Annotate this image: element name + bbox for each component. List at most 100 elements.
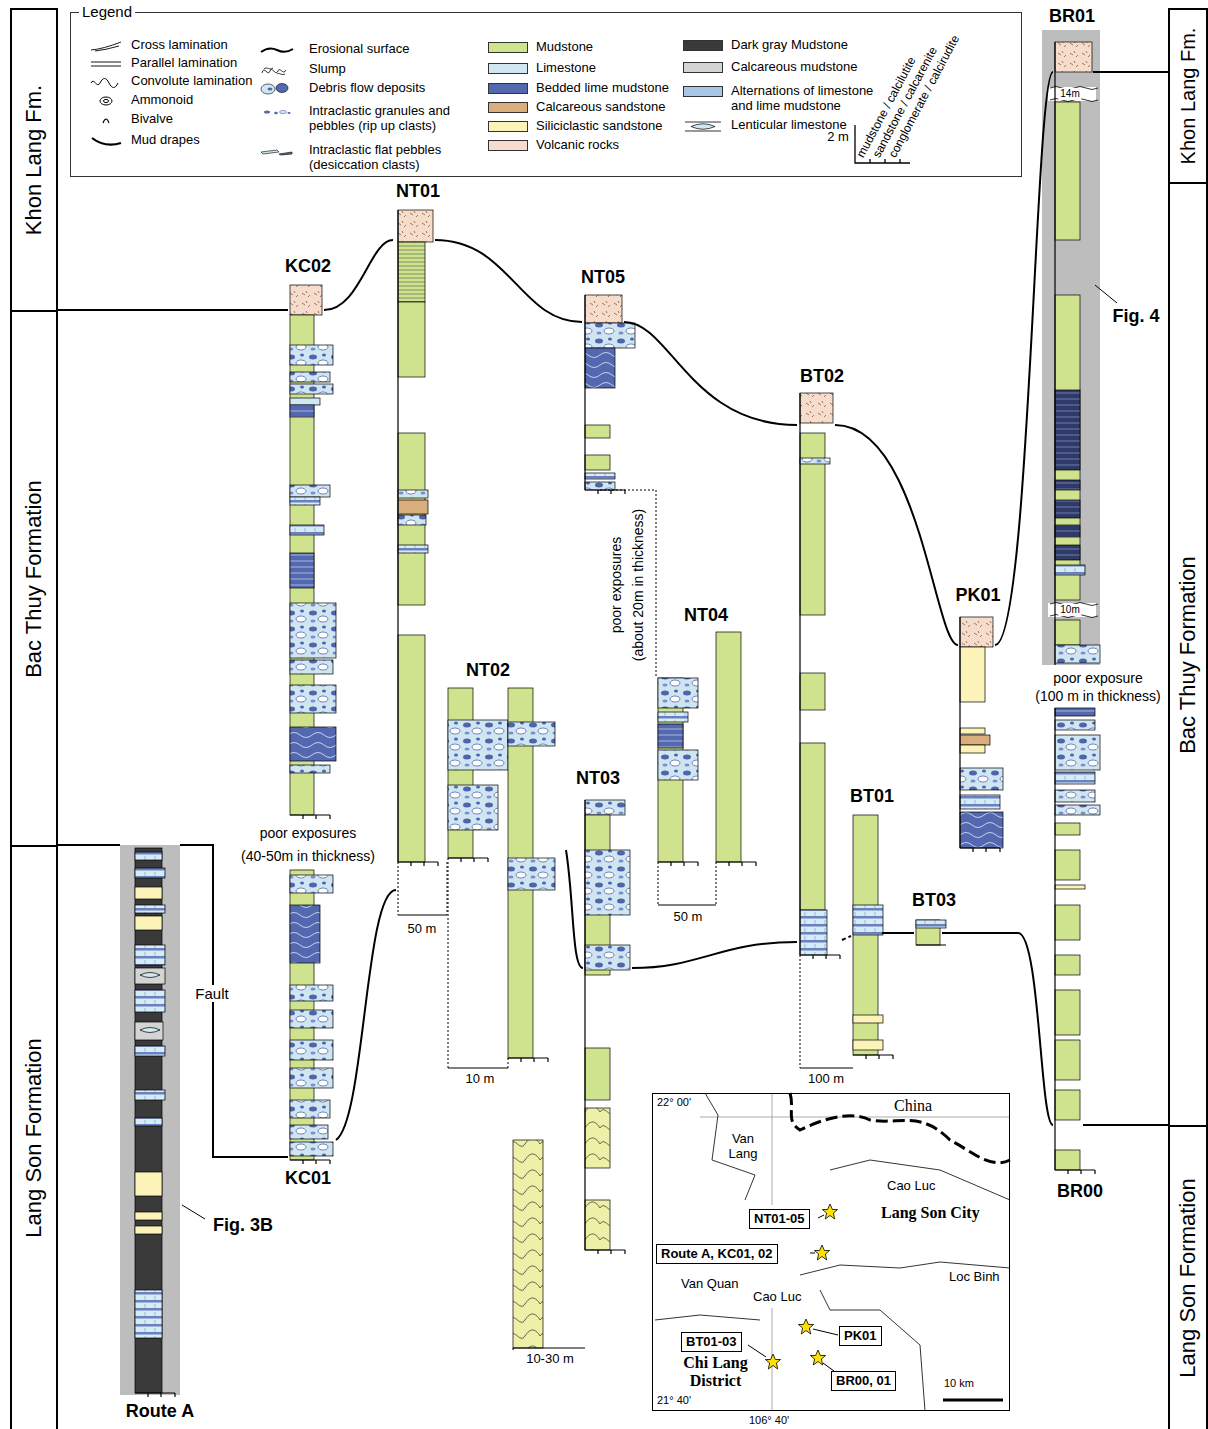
legend-swatch xyxy=(488,63,528,74)
art-rect xyxy=(585,295,622,323)
art-rect xyxy=(135,1172,162,1196)
legend-label: Volcanic rocks xyxy=(536,138,619,153)
art-rect xyxy=(1055,480,1080,490)
art-rect xyxy=(290,905,320,963)
annotation: poor exposures xyxy=(608,537,624,634)
art-path xyxy=(790,1093,1010,1163)
art-rect xyxy=(135,868,165,878)
annotation: poor exposure xyxy=(1051,670,1145,686)
column-name: Route A xyxy=(124,1401,196,1422)
art-path xyxy=(655,1315,760,1320)
legend-label: Limestone xyxy=(536,61,596,76)
art-path xyxy=(624,322,797,425)
art-rect xyxy=(960,647,985,702)
art-use xyxy=(765,1354,780,1369)
art-svg xyxy=(683,119,723,134)
art-rect xyxy=(658,678,698,708)
art-rect xyxy=(398,433,425,605)
formation-band: Bac Thuy Formation xyxy=(10,310,58,845)
art-rect xyxy=(716,632,741,862)
art-rect xyxy=(513,1140,543,1348)
column-name: KC01 xyxy=(283,1168,333,1189)
site-tag: Route A, KC01, 02 xyxy=(656,1244,778,1264)
legend-swatch xyxy=(488,102,528,113)
formation-band: Lang Son Formation xyxy=(1168,1125,1208,1429)
art-svg xyxy=(259,105,301,120)
legend-heading: Legend xyxy=(79,3,135,20)
art-path xyxy=(91,62,121,66)
place-name: Lang Son City xyxy=(881,1204,980,1222)
art-rect xyxy=(1055,790,1095,802)
legend-label: Debris flow deposits xyxy=(309,81,425,96)
art-rect xyxy=(290,660,333,674)
art-svg xyxy=(259,63,301,78)
art-rect xyxy=(853,1040,883,1050)
art-rect xyxy=(585,850,630,915)
art-rect xyxy=(398,515,426,525)
formation-name: Lang Son Formation xyxy=(21,1038,46,1237)
art-path xyxy=(691,124,715,130)
art-rect xyxy=(1042,30,1100,665)
legend-label: Mudstone xyxy=(536,40,593,55)
art-rect xyxy=(960,768,1003,790)
art-path xyxy=(58,309,288,311)
art-rect xyxy=(585,800,625,815)
legend-label: Cross lamination xyxy=(131,38,228,53)
art-path xyxy=(1093,71,1168,73)
art-rect xyxy=(800,458,830,464)
column-name: NT03 xyxy=(574,768,622,789)
art-rect xyxy=(960,745,985,753)
legend-symbol xyxy=(89,57,123,72)
art-rect xyxy=(448,785,498,830)
place-name: Van Quan xyxy=(681,1277,739,1292)
art-rect xyxy=(398,500,428,514)
art-rect xyxy=(290,1010,333,1028)
legend-swatch xyxy=(488,42,528,53)
column-name: BT02 xyxy=(798,366,846,387)
formation-name: Khon Lang Fm. xyxy=(1177,28,1200,165)
art-rect xyxy=(290,345,333,365)
art-path xyxy=(262,68,286,75)
art-rect xyxy=(398,302,425,377)
art-rect xyxy=(585,1108,610,1168)
art-rect xyxy=(290,285,322,315)
art-path xyxy=(398,490,800,1350)
art-rect xyxy=(135,1118,162,1126)
art-path xyxy=(182,1205,205,1219)
column-name: NT02 xyxy=(464,660,512,681)
formation-name: Bac Thuy Formation xyxy=(1175,556,1200,754)
annotation: 14m xyxy=(1058,88,1081,100)
legend-swatch xyxy=(488,83,528,94)
art-rect xyxy=(1055,645,1100,663)
legend-swatch xyxy=(488,121,528,132)
legend-symbol xyxy=(89,39,123,54)
columns xyxy=(135,42,1100,1393)
art-rect xyxy=(508,722,555,746)
legend-label: Alternations of limestone and lime mudst… xyxy=(731,84,891,114)
legend-symbol xyxy=(259,144,301,159)
art-path xyxy=(830,1160,1010,1200)
art-use xyxy=(822,1204,837,1219)
site-tag: BT01-03 xyxy=(681,1332,742,1352)
art-rect xyxy=(290,1125,328,1139)
art-rect xyxy=(135,1022,163,1040)
legend-label: Dark gray Mudstone xyxy=(731,38,848,53)
art-rect xyxy=(960,617,993,647)
art-svg xyxy=(89,75,123,90)
art-rect xyxy=(1055,1150,1080,1170)
legend-swatch xyxy=(488,140,528,151)
art-svg xyxy=(259,43,301,58)
art-ellipse xyxy=(280,110,287,113)
column-name: NT05 xyxy=(579,267,627,288)
art-rect xyxy=(960,735,990,745)
legend-symbol xyxy=(89,75,123,90)
art-ellipse xyxy=(287,112,290,114)
art-rect xyxy=(1055,525,1080,537)
annotation: 10m xyxy=(1058,604,1081,616)
art-rect xyxy=(135,1090,165,1100)
art-rect xyxy=(448,720,508,770)
annotation: 10 m xyxy=(464,1072,497,1087)
legend-label: Intraclastic granules and pebbles (rip u… xyxy=(309,104,481,134)
art-path xyxy=(91,79,118,88)
grey-backgrounds xyxy=(120,30,1100,1395)
